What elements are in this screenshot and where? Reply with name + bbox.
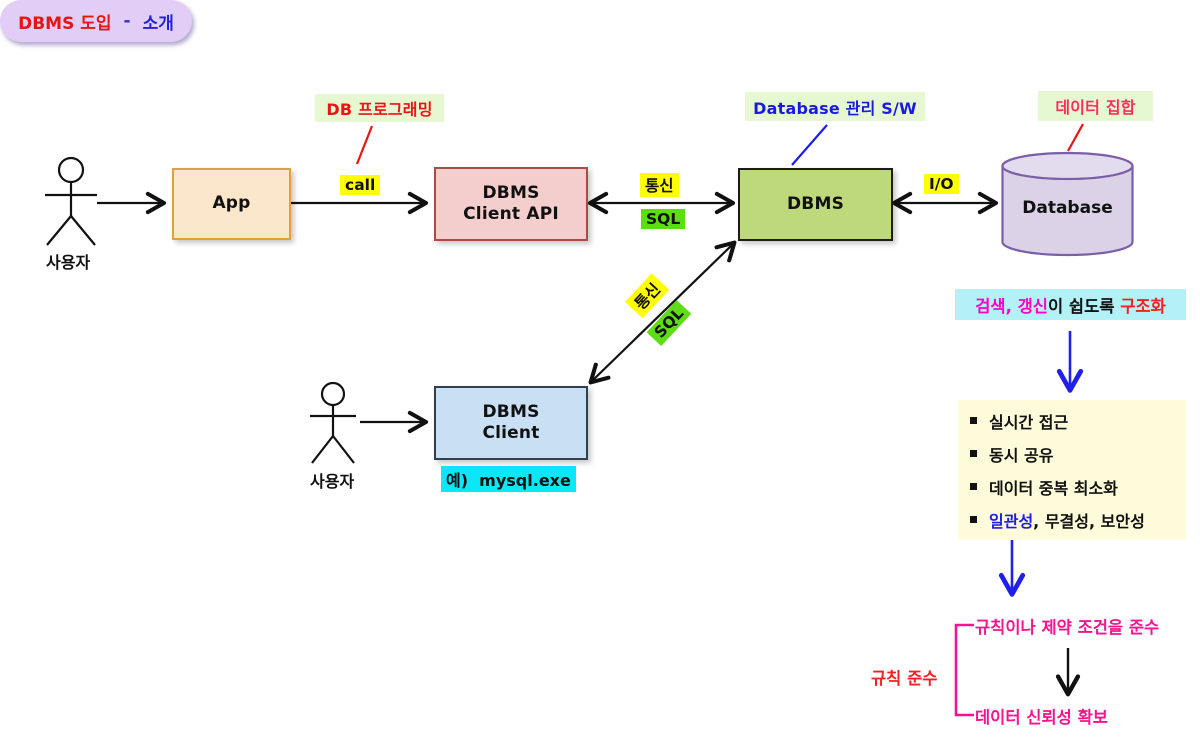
rules-bracket-label: 규칙 준수 [871, 669, 938, 688]
node-client-line2: Client [482, 423, 540, 443]
node-database-label: Database [1022, 198, 1113, 218]
node-dbms-label: DBMS [786, 193, 845, 214]
pointer-db-programming [355, 125, 374, 165]
edge-label-sql-api: SQL [641, 209, 686, 229]
benefits-panel: 실시간 접근 동시 공유 데이터 중복 최소화 일관성, 무결성, 보안성 [958, 400, 1186, 540]
callout-db-management-sw: Database 관리 S/W [745, 92, 925, 121]
benefit-concurrent: 동시 공유 [989, 445, 1054, 465]
edge-label-call: call [340, 175, 381, 195]
title-main: DBMS 도입 [18, 13, 112, 34]
benefit-item4: 일관성, 무결성, 보안성 [989, 508, 1145, 532]
callout-data-collection: 데이터 집합 [1038, 91, 1153, 121]
node-app-label: App [212, 193, 251, 214]
bullet-square-icon [970, 450, 977, 457]
note-seg-red: 구조화 [1120, 296, 1166, 316]
user-icon [310, 381, 356, 464]
rules-bracket [954, 623, 974, 717]
node-dbms-client-api: DBMS Client API [434, 167, 588, 241]
benefit-redundancy: 데이터 중복 최소화 [989, 478, 1118, 498]
list-item: 일관성, 무결성, 보안성 [958, 508, 1186, 532]
benefit-realtime: 실시간 접근 [989, 412, 1069, 432]
node-client-api-line1: DBMS [482, 182, 540, 203]
note-seg-black: 이 쉽도록 [1047, 296, 1121, 316]
node-client-line1: DBMS [482, 401, 540, 422]
client-example: 예) mysql.exe [441, 466, 576, 492]
benefit-consistency: 일관성 [989, 511, 1034, 531]
edge-label-comm-api: 통신 [640, 173, 679, 197]
user-icon [45, 156, 97, 246]
actor-label-user1: 사용자 [46, 253, 91, 272]
rule-compliance-text: 규칙이나 제약 조건을 준수 [975, 618, 1160, 637]
list-item: 동시 공유 [958, 442, 1186, 466]
database-cylinder [1001, 151, 1134, 257]
callout-db-programming: DB 프로그래밍 [315, 94, 444, 122]
list-item: 실시간 접근 [958, 409, 1186, 433]
node-dbms: DBMS [738, 168, 893, 241]
actor-label-user2: 사용자 [310, 472, 355, 491]
note-seg-magenta: 검색, 갱신 [975, 296, 1048, 316]
node-dbms-client: DBMS Client [434, 386, 588, 460]
bullet-square-icon [970, 417, 977, 424]
data-reliability-text: 데이터 신뢰성 확보 [975, 708, 1108, 727]
edge-label-io: I/O [924, 174, 959, 194]
node-app: App [172, 168, 291, 240]
title-sub: 소개 [142, 13, 174, 34]
pointer-db-management [791, 124, 828, 166]
bullet-square-icon [970, 516, 977, 523]
bullet-square-icon [970, 483, 977, 490]
arrow-client-dbms-diagonal [588, 240, 737, 385]
benefit-item4-rest: , 무결성, 보안성 [1033, 511, 1145, 531]
title-separator: - [123, 11, 131, 31]
page-title: DBMS 도입 - 소개 [0, 0, 192, 42]
node-client-api-line2: Client API [463, 204, 559, 224]
list-item: 데이터 중복 최소화 [958, 475, 1186, 499]
pointer-data-collection [1067, 123, 1084, 152]
